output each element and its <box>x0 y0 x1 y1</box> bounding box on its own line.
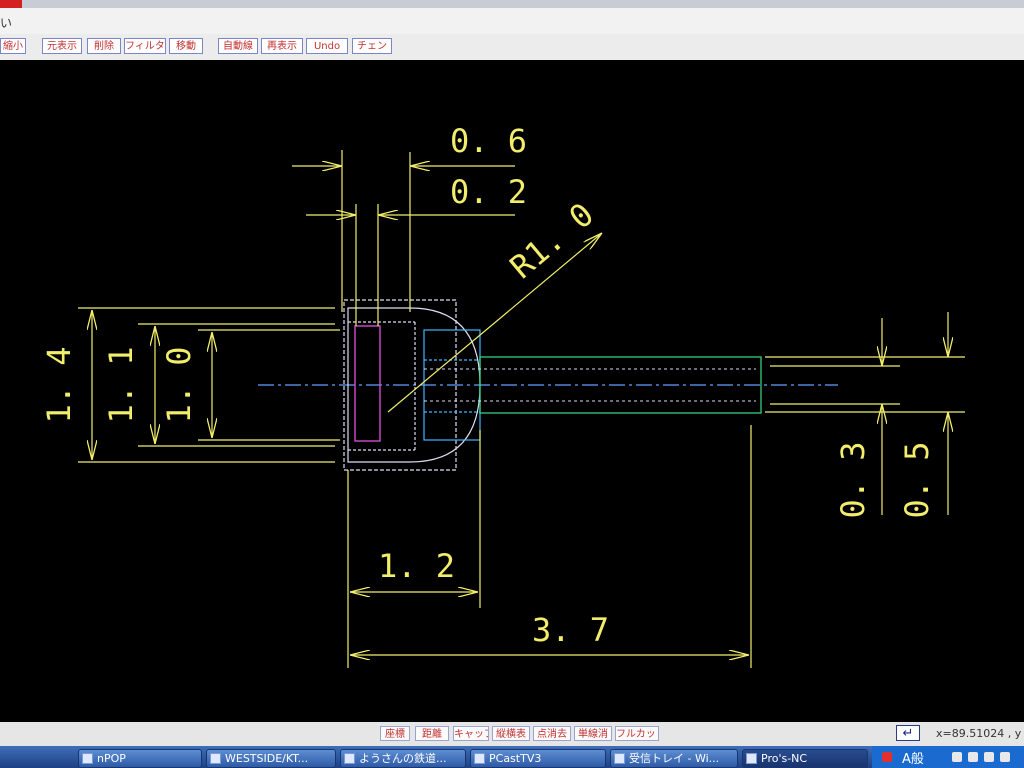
app-icon <box>0 0 22 8</box>
browser-icon <box>344 753 355 764</box>
dim-left-mid: 1. 1 <box>102 346 140 423</box>
mail-icon <box>82 753 93 764</box>
taskbar-item-npop[interactable]: nPOP <box>78 749 202 768</box>
dim-top-outer: 0. 6 <box>450 122 527 160</box>
dim-top-inner: 0. 2 <box>450 173 527 211</box>
status-button-distance[interactable]: 距離 <box>415 726 449 741</box>
tray-icon[interactable] <box>1000 752 1010 762</box>
enter-icon[interactable]: ↵ <box>896 725 920 741</box>
taskbar: nPOP WESTSIDE/KT... ようさんの鉄道... PCastTV3 … <box>0 746 1024 768</box>
taskbar-item-westside[interactable]: WESTSIDE/KT... <box>206 749 336 768</box>
auto-line-button[interactable]: 自動線 <box>218 38 258 54</box>
tray-icon[interactable] <box>952 752 962 762</box>
taskbar-item-label: 受信トレイ - Wi... <box>629 752 720 765</box>
undo-button[interactable]: Undo <box>306 38 348 54</box>
status-button-erase-point[interactable]: 点消去 <box>533 726 571 741</box>
title-bar <box>0 0 1024 8</box>
tv-icon <box>474 753 485 764</box>
filter-button[interactable]: フィルター <box>124 38 166 54</box>
shaft-outline <box>479 356 762 414</box>
tray-icon[interactable] <box>968 752 978 762</box>
taskbar-item-label: ようさんの鉄道... <box>359 752 447 765</box>
taskbar-item-railway[interactable]: ようさんの鉄道... <box>340 749 466 768</box>
inbox-icon <box>614 753 625 764</box>
status-bar: 座標 距離 キャップ 縦横表 点消去 単線消 フルカット ↵ x=89.5102… <box>0 722 1024 746</box>
dim-left-outer: 1. 4 <box>40 346 78 423</box>
dim-right-inner: 0. 3 <box>834 441 872 518</box>
taskbar-item-inbox[interactable]: 受信トレイ - Wi... <box>610 749 738 768</box>
drawing-svg: 0. 6 0. 2 R1. 0 1. 4 1. 1 1. 0 1. 2 3. 7… <box>40 122 965 668</box>
status-button-erase-line[interactable]: 単線消 <box>574 726 612 741</box>
move-button[interactable]: 移動 <box>169 38 203 54</box>
taskbar-item-label: Pro's-NC <box>761 752 808 765</box>
ime-indicator[interactable]: A般 <box>902 752 924 767</box>
status-button-cap[interactable]: キャップ <box>453 726 489 741</box>
status-button-full-cut[interactable]: フルカット <box>615 726 659 741</box>
shaft-hidden-lines <box>424 368 756 402</box>
toolbar: 縮小 元表示 削除 フィルター 移動 自動線 再表示 Undo チェン <box>0 34 1024 60</box>
browser-icon <box>210 753 221 764</box>
tray-icon[interactable] <box>984 752 994 762</box>
head-cavity <box>354 325 381 442</box>
chain-button[interactable]: チェン <box>352 38 392 54</box>
coordinate-readout: x=89.51024 , y <box>936 727 1022 740</box>
taskbar-item-pros-nc[interactable]: Pro's-NC <box>742 749 868 768</box>
delete-button[interactable]: 削除 <box>87 38 121 54</box>
cad-drawing-canvas[interactable]: 0. 6 0. 2 R1. 0 1. 4 1. 1 1. 0 1. 2 3. 7… <box>0 60 1024 722</box>
alert-icon[interactable] <box>882 752 892 762</box>
taskbar-item-label: PCastTV3 <box>489 752 542 765</box>
app-icon <box>746 753 757 764</box>
status-button-coordinates[interactable]: 座標 <box>380 726 410 741</box>
dim-total-length: 3. 7 <box>532 611 609 649</box>
zoom-out-button[interactable]: 縮小 <box>0 38 26 54</box>
original-view-button[interactable]: 元表示 <box>42 38 82 54</box>
taskbar-item-label: WESTSIDE/KT... <box>225 752 309 765</box>
dim-right-outer: 0. 5 <box>898 441 936 518</box>
dim-left-inner: 1. 0 <box>160 346 198 423</box>
redisplay-button[interactable]: 再表示 <box>261 38 303 54</box>
dimension-lines <box>78 150 965 668</box>
system-tray: A般 <box>872 746 1024 768</box>
taskbar-item-pcasttv[interactable]: PCastTV3 <box>470 749 606 768</box>
status-button-table[interactable]: 縦横表 <box>492 726 530 741</box>
taskbar-item-label: nPOP <box>97 752 126 765</box>
menu-bar: い <box>0 8 1024 35</box>
menu-text[interactable]: い <box>0 16 13 30</box>
dim-head-length: 1. 2 <box>378 547 455 585</box>
